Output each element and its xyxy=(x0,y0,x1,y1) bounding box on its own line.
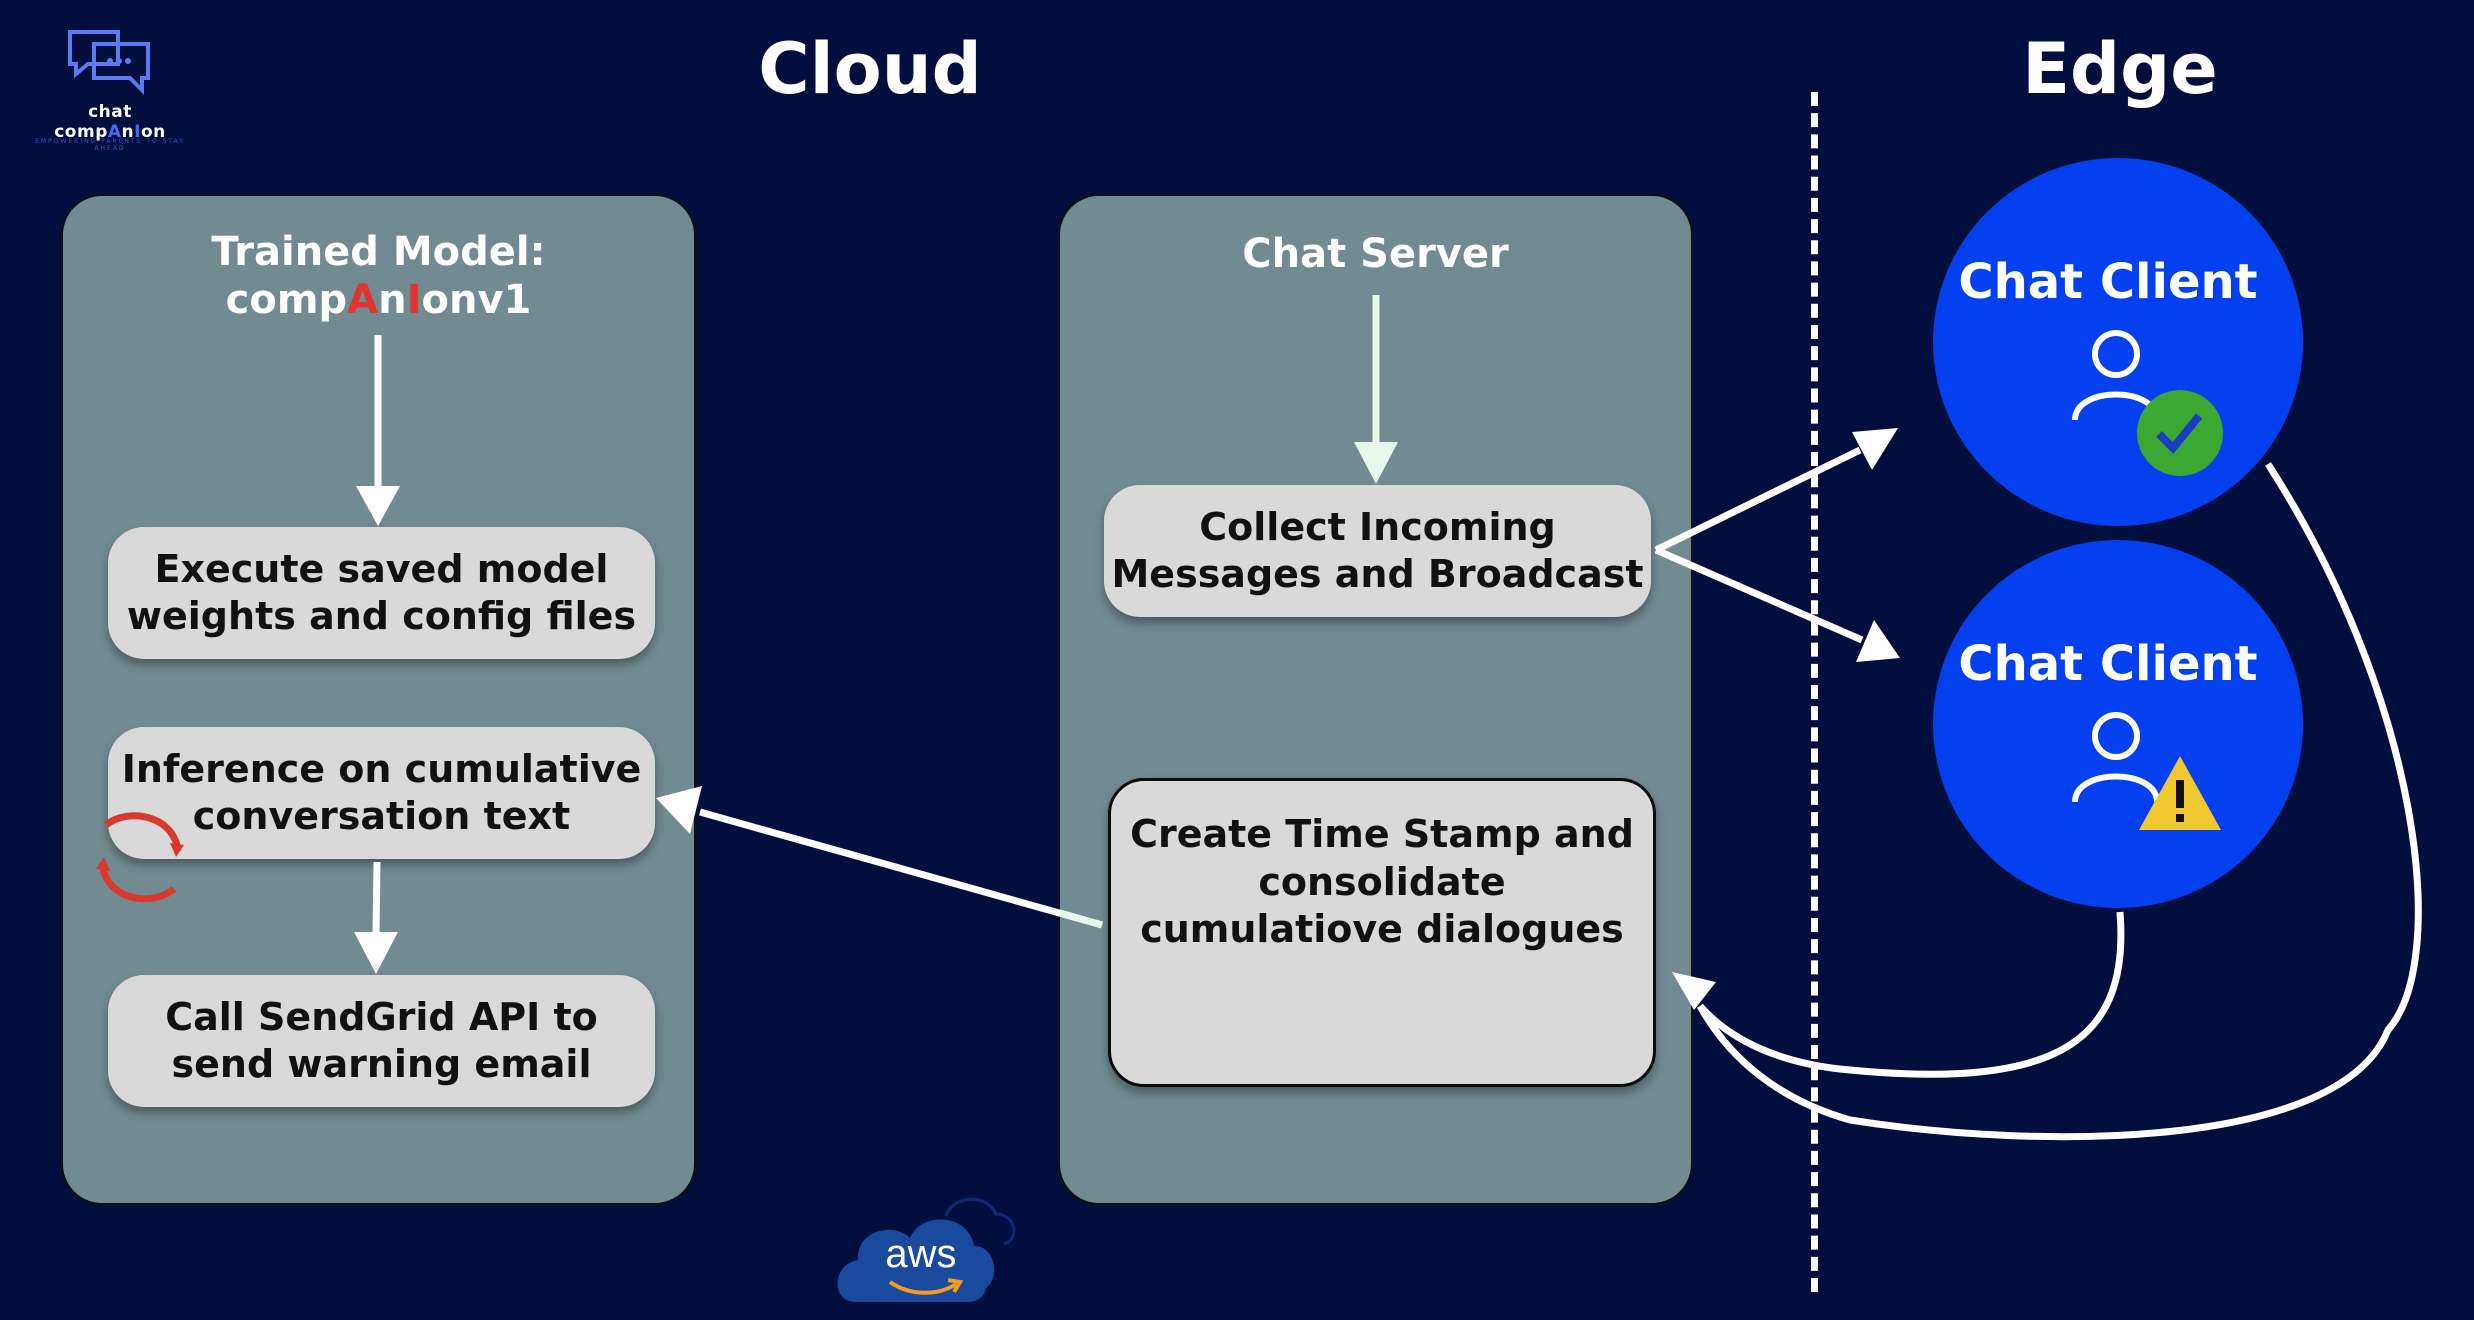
aws-smile-icon xyxy=(888,1278,964,1295)
user-icon xyxy=(2072,712,2160,803)
edge-heading: Edge xyxy=(2022,28,2218,110)
arrow-broadcast-to-client-ok xyxy=(1654,428,1898,554)
warning-triangle-icon xyxy=(2139,756,2221,830)
logo-tagline: EMPOWERING PARENTS TO STAY AHEAD xyxy=(35,138,185,152)
logo: chat compAnIon EMPOWERING PARENTS TO STA… xyxy=(30,28,190,153)
refresh-icon xyxy=(96,812,184,903)
arrow-timestamp-to-inference xyxy=(656,786,1103,929)
aws-label: aws xyxy=(885,1232,957,1276)
chat-client-label: Chat Client xyxy=(1958,636,2258,692)
arrow-broadcast-to-client-warning xyxy=(1654,546,1900,662)
server-panel-title: Chat Server xyxy=(1242,231,1509,277)
aws-logo: aws xyxy=(836,1194,1016,1306)
chat-client-ok: Chat Client xyxy=(1933,158,2303,526)
cloud-heading: Cloud xyxy=(758,28,982,110)
model-panel-title: Trained Model: compAnIonv1 xyxy=(60,228,697,324)
chat-client-warning: Chat Client xyxy=(1933,540,2303,908)
model-name: compAnIonv1 xyxy=(225,277,532,323)
arrow-inference-to-sendgrid xyxy=(354,861,398,974)
check-badge-icon xyxy=(2137,390,2223,476)
logo-name: chat compAnIon xyxy=(54,102,166,142)
arrow-clients-to-timestamp xyxy=(1672,462,2422,1141)
chat-bubbles-icon xyxy=(68,30,150,95)
arrow-server-to-collect xyxy=(1354,295,1398,484)
arrow-model-to-execute xyxy=(356,335,400,526)
chat-client-label: Chat Client xyxy=(1958,254,2258,310)
cloud-edge-divider xyxy=(1811,92,1818,1292)
